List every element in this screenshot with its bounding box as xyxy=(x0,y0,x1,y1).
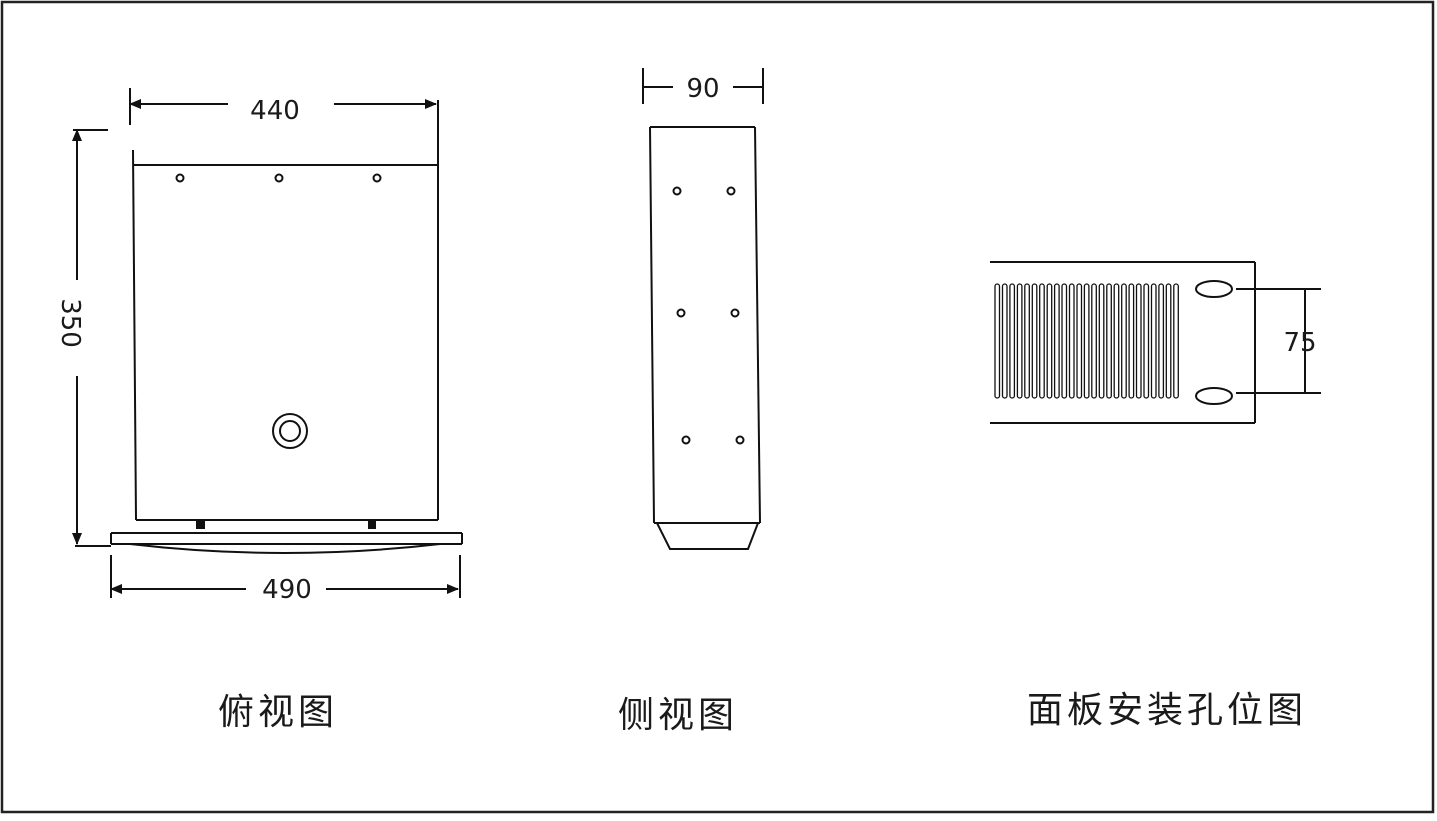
mounting-hole xyxy=(372,173,382,183)
vent-slot xyxy=(1143,283,1150,399)
top-view-left-edge xyxy=(132,149,137,521)
mounting-hole xyxy=(175,173,185,183)
mounting-hole xyxy=(672,186,682,196)
knob-inner xyxy=(279,420,301,442)
panel-view xyxy=(990,261,1321,424)
vent-slot xyxy=(1039,283,1045,399)
vent-slot xyxy=(1165,283,1172,399)
side-view-left-edge xyxy=(649,126,655,524)
vent-slot xyxy=(1113,283,1120,399)
mounting-hole xyxy=(735,435,745,445)
foot xyxy=(368,519,376,529)
mounting-hole xyxy=(730,308,740,318)
vent-slot xyxy=(1068,283,1075,399)
dim-label-width: 440 xyxy=(250,96,300,126)
dim-label-front-width: 490 xyxy=(262,575,312,605)
panel-mount-hole xyxy=(1195,387,1233,405)
vent-slot xyxy=(1083,283,1090,399)
panel-mount-hole xyxy=(1195,280,1233,298)
vent-slot xyxy=(1024,283,1030,399)
front-panel-handle xyxy=(129,543,441,554)
side-view xyxy=(642,68,764,550)
top-view xyxy=(72,88,463,598)
vent-slot xyxy=(1173,283,1179,399)
caption-panel-view: 面板安装孔位图 xyxy=(1027,690,1307,731)
dim-label-height: 90 xyxy=(686,74,719,104)
mounting-hole xyxy=(274,173,284,183)
mounting-hole xyxy=(681,435,691,445)
vent-slots xyxy=(994,283,1179,399)
vent-slot xyxy=(1098,283,1105,399)
vent-slot xyxy=(1121,283,1127,399)
side-view-right-edge xyxy=(754,126,761,524)
vent-slot xyxy=(1061,283,1068,399)
mounting-hole xyxy=(726,186,736,196)
vent-slot xyxy=(1106,283,1112,399)
vent-slot xyxy=(1016,283,1023,399)
vent-slot xyxy=(994,283,1001,399)
vent-slot xyxy=(1150,283,1157,399)
vent-slot xyxy=(1031,283,1038,399)
vent-slot xyxy=(1001,283,1008,399)
vent-slot xyxy=(1158,283,1165,399)
mounting-hole xyxy=(676,308,686,318)
dim-label-hole-spacing: 75 xyxy=(1283,328,1316,358)
caption-side-view: 侧视图 xyxy=(618,695,738,736)
vent-slot xyxy=(1091,283,1097,399)
vent-slot xyxy=(1128,283,1135,399)
vent-slot xyxy=(1135,283,1142,399)
dim-label-depth: 350 xyxy=(55,298,85,348)
side-view-front-panel xyxy=(656,522,759,550)
caption-top-view: 俯视图 xyxy=(218,692,338,733)
vent-slot xyxy=(1053,283,1060,399)
vent-slot xyxy=(1076,283,1083,399)
vent-slot xyxy=(1046,283,1053,399)
vent-slot xyxy=(1009,283,1016,399)
knob-outer xyxy=(272,413,308,449)
foot xyxy=(196,519,205,529)
